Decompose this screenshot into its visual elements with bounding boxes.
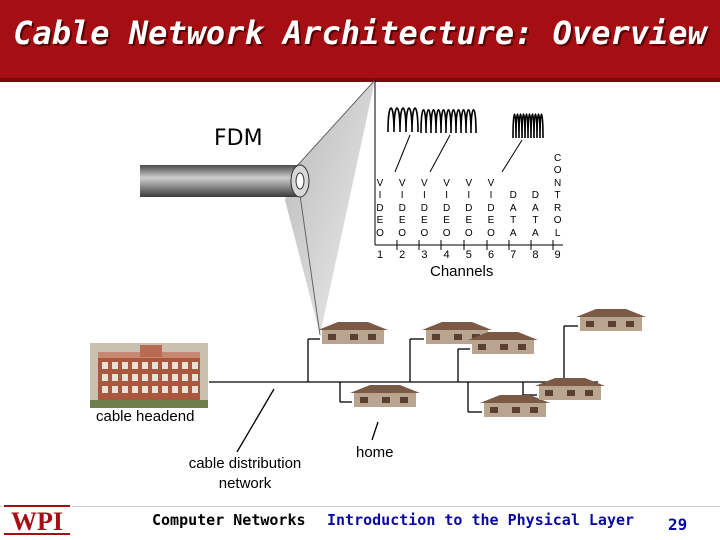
title-bar: Cable Network Architecture: Overview [0,0,720,82]
house-6-image [535,378,605,400]
magnifier-beam [285,80,375,335]
channel-letter: T [532,215,539,226]
channel-letter: D [442,202,451,214]
channel-letter: V [398,177,406,189]
channel-letter: D [376,202,384,214]
channel-letter: I [467,190,471,201]
channel-letter: E [443,215,450,226]
channel-letter: I [489,190,493,201]
beam-edge-bottom [299,194,321,336]
wpi-logo: WPI [2,504,72,536]
channel-letter: I [445,190,448,201]
lecture-title: Introduction to the Physical Layer [327,511,635,529]
waveform-low-pointer [394,134,411,173]
channel-letter: A [532,202,539,214]
channel-letter: N [553,177,562,189]
channel-letter: L [554,227,561,239]
waveform-mid-pointer [429,134,451,173]
channel-4-number: 4 [443,249,450,261]
cable-network-pointer [236,388,275,453]
channel-2-number: 2 [399,249,406,261]
beam-edge-top [295,79,376,168]
channel-letter: E [398,215,406,226]
channel-letter: O [442,227,451,239]
wpi-logo-text: WPI [11,507,63,536]
channel-letter: C [553,152,562,164]
channel-letter: O [553,215,562,226]
course-name: Computer Networks [152,511,306,529]
channel-7-number: 7 [510,249,517,261]
channel-9-number: 9 [554,249,561,261]
channel-letter: A [509,202,517,214]
channel-letter: D [531,190,539,201]
channel-dividers [396,240,554,250]
coax-cable [140,165,300,197]
channel-letter: T [510,215,517,226]
slide-title: Cable Network Architecture: Overview [13,14,707,52]
channel-6-number: 6 [487,249,495,261]
cable-distribution-network-label: cable distribution network [188,455,302,492]
channel-letter: E [376,215,384,226]
waveform-high [512,113,544,139]
channel-letter: V [465,177,473,189]
fdm-label: FDM [214,126,263,151]
cable-headend-label: cable headend [96,408,195,425]
channel-letter: A [532,227,539,239]
channel-letter: D [509,190,517,201]
house-2-image [350,385,420,407]
channel-letter: V [376,177,384,189]
channel-letter: I [378,190,382,201]
channel-letter: D [487,202,495,214]
house-7-image [576,309,646,331]
waveform-low [387,107,419,133]
channel-letter: O [420,227,429,239]
channel-letter: O [398,227,407,239]
channel-letter: I [400,190,404,201]
channel-letter: I [423,190,426,201]
channel-letter: E [421,215,428,226]
channel-letter: O [553,165,562,176]
distribution-network-lines [209,325,598,413]
headend-building-image [90,343,208,408]
channel-1-number: 1 [376,249,384,261]
channel-5-number: 5 [465,249,472,261]
channel-letter: O [487,227,495,239]
channel-letter: T [554,190,561,201]
channel-letter: D [420,202,428,214]
channel-letter: O [376,227,384,239]
home-label: home [356,444,394,461]
waveform-high-pointer [501,139,523,173]
footer-divider [0,506,720,507]
channel-letter: D [465,202,473,214]
page-number: 29 [668,515,688,534]
channel-letter: D [398,202,406,214]
channel-letter: V [443,177,450,189]
waveform-mid [420,109,477,134]
house-1-image [318,322,388,344]
channel-letter: E [487,215,495,226]
house-5-image [480,395,550,417]
channel-letter: R [553,202,562,214]
channels-label: Channels [430,263,494,280]
house-4-image [468,332,538,354]
channel-letter: A [509,227,517,239]
channel-letter: V [421,177,428,189]
home-pointer [371,421,379,441]
channel-8-number: 8 [532,249,539,261]
channel-3-number: 3 [421,249,428,261]
channel-letter: V [487,177,495,189]
channel-letter: E [465,215,473,226]
channel-letter: O [464,227,473,239]
